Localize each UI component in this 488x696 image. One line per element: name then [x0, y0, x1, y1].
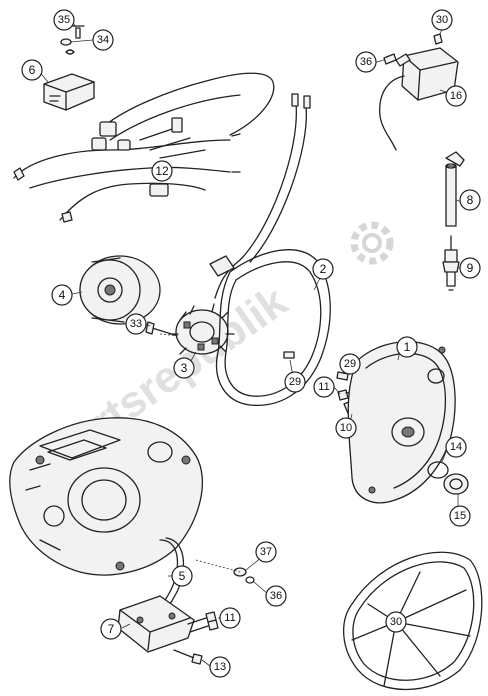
callout-12-label: 12 [155, 164, 169, 178]
callout-30-lower-label: 30 [390, 616, 402, 628]
callout-11-lower-label: 11 [224, 612, 235, 624]
part-stator-cable [209, 93, 311, 299]
callout-5: 5 [171, 565, 193, 587]
part-cover-gasket-30 [342, 551, 483, 691]
part-dowel-pin-29a [283, 351, 295, 359]
part-washer-34 [60, 38, 72, 46]
part-stator-3 [169, 303, 235, 355]
callout-8-label: 8 [467, 193, 474, 207]
callout-16-label: 16 [450, 90, 462, 102]
part-washer-36-lower [245, 576, 255, 584]
part-cdi-module-6 [43, 73, 95, 111]
callout-7-label: 7 [108, 622, 115, 636]
part-screw-13 [173, 649, 203, 665]
callouts: 35 34 6 12 4 33 3 2 29 29 11 10 1 14 15 … [21, 9, 481, 678]
callout-36-upper-label: 36 [360, 56, 372, 68]
callout-9: 9 [459, 257, 481, 279]
part-ignition-cover-1 [347, 341, 456, 504]
part-screw-35 [71, 25, 85, 39]
callout-33-label: 33 [130, 318, 142, 330]
callout-3-label: 3 [181, 361, 188, 375]
callout-6-label: 6 [29, 63, 36, 77]
callout-3: 3 [173, 357, 195, 379]
part-wiring-harness-12 [13, 72, 275, 223]
callout-2: 2 [312, 258, 334, 280]
callout-30-upper-label: 30 [436, 14, 448, 26]
part-bracket-7 [117, 595, 195, 653]
callout-7: 7 [100, 618, 122, 640]
callout-33: 33 [125, 313, 147, 335]
part-spark-plug-cap-8 [445, 151, 465, 227]
part-plug-15 [443, 473, 469, 495]
part-flywheel-rotor-4 [79, 255, 161, 325]
callout-36-lower: 36 [265, 585, 287, 607]
callout-29a: 29 [284, 371, 306, 393]
callout-35: 35 [53, 9, 75, 31]
callout-15-label: 15 [454, 510, 466, 522]
part-screw-30-upper [433, 33, 443, 45]
callout-6: 6 [21, 59, 43, 81]
callout-14-label: 14 [450, 441, 462, 453]
callout-30-upper: 30 [431, 9, 453, 31]
part-spark-plug-9 [442, 235, 460, 291]
callout-13: 13 [209, 656, 231, 678]
callout-16: 16 [445, 85, 467, 107]
callout-2-label: 2 [320, 262, 327, 276]
callout-1: 1 [396, 336, 418, 358]
callout-9-label: 9 [467, 261, 474, 275]
part-clip [65, 49, 75, 55]
callout-13-label: 13 [214, 661, 226, 673]
callout-12: 12 [151, 160, 173, 182]
callout-11-lower: 11 [219, 607, 241, 629]
callout-11-upper-label: 11 [318, 381, 329, 393]
callout-4-label: 4 [59, 288, 66, 302]
callout-34-label: 34 [97, 34, 109, 46]
part-o-ring-14 [427, 461, 449, 479]
watermark-gear-icon [350, 221, 394, 265]
callout-15: 15 [449, 505, 471, 527]
callout-29a-label: 29 [289, 376, 301, 388]
part-screw-11-lower [187, 611, 219, 633]
callout-29b-label: 29 [344, 358, 356, 370]
callout-1-label: 1 [404, 340, 411, 354]
callout-11-upper: 11 [313, 376, 335, 398]
callout-36-upper: 36 [355, 51, 377, 73]
callout-30-lower: 30 [385, 611, 407, 633]
callout-36-lower-label: 36 [270, 590, 282, 602]
callout-35-label: 35 [58, 14, 70, 26]
callout-8: 8 [459, 189, 481, 211]
callout-10: 10 [335, 417, 357, 439]
part-screw-36-upper [383, 53, 397, 65]
callout-5-label: 5 [179, 569, 186, 583]
part-dowel-pin-29b [336, 371, 349, 381]
callout-34: 34 [92, 29, 114, 51]
callout-14: 14 [445, 436, 467, 458]
callout-10-label: 10 [340, 422, 352, 434]
callout-4: 4 [51, 284, 73, 306]
callout-37: 37 [255, 541, 277, 563]
part-engine-case [9, 417, 203, 576]
callout-29b: 29 [339, 353, 361, 375]
callout-37-label: 37 [260, 546, 272, 558]
